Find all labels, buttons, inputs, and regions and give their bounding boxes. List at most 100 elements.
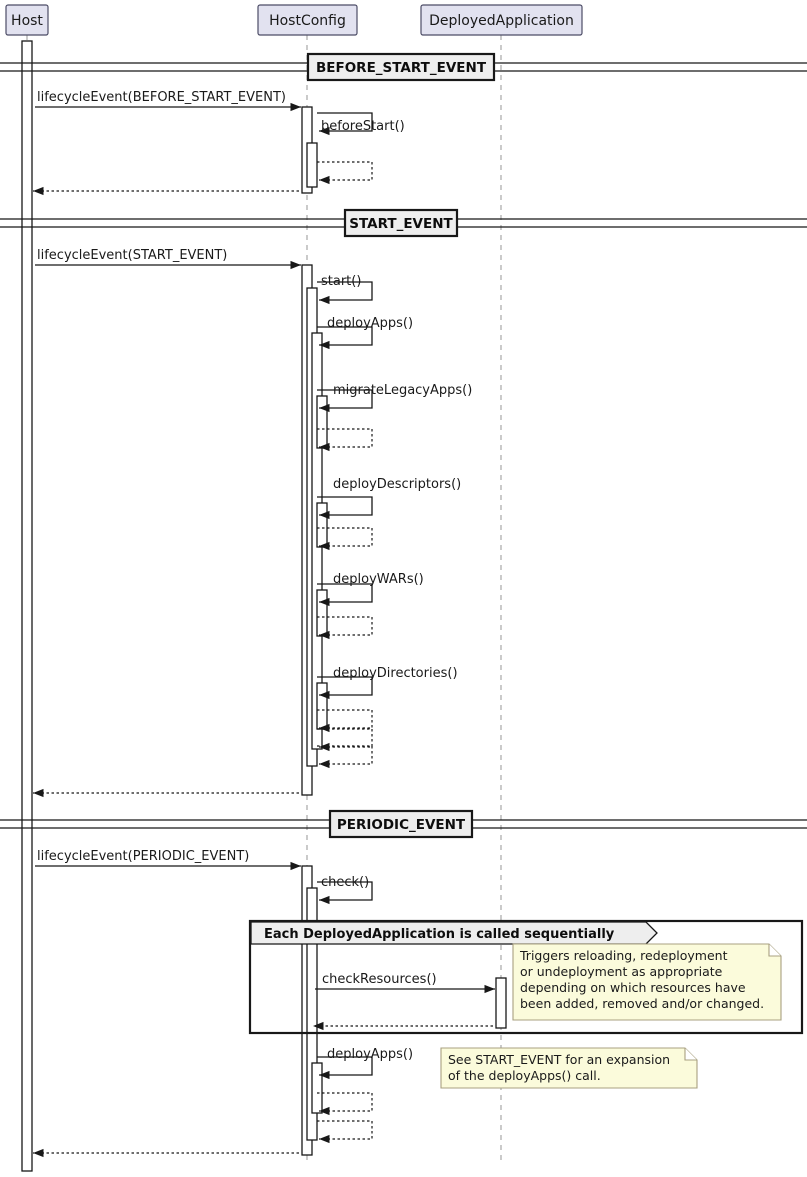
message-m1: lifecycleEvent(BEFORE_START_EVENT) bbox=[35, 90, 301, 112]
group-border bbox=[248, 919, 804, 1035]
message-m2: beforeStart() bbox=[317, 112, 405, 136]
message-m17 bbox=[317, 745, 373, 769]
participant-config[interactable]: HostConfig bbox=[257, 4, 358, 36]
message-m7: deployApps() bbox=[317, 316, 413, 350]
activations-layer bbox=[21, 40, 507, 1172]
participant-deployed[interactable]: DeployedApplication bbox=[420, 4, 583, 36]
message-arrow bbox=[317, 728, 373, 752]
divider-0: BEFORE_START_EVENT bbox=[0, 52, 807, 82]
note-body bbox=[440, 1047, 698, 1089]
message-m5: lifecycleEvent(START_EVENT) bbox=[35, 248, 301, 270]
message-label: deployDirectories() bbox=[333, 666, 458, 681]
note-line: been added, removed and/or changed. bbox=[520, 996, 764, 1011]
message-m20: check() bbox=[317, 875, 373, 905]
message-arrow bbox=[317, 676, 373, 700]
message-m14: deployDirectories() bbox=[317, 666, 458, 700]
message-label: lifecycleEvent(PERIODIC_EVENT) bbox=[37, 849, 249, 864]
message-m21: checkResources() bbox=[315, 972, 495, 994]
messages-layer: lifecycleEvent(BEFORE_START_EVENT)before… bbox=[33, 90, 495, 1158]
participant-box[interactable] bbox=[420, 4, 583, 36]
message-m8: migrateLegacyApps() bbox=[317, 383, 472, 413]
message-m11 bbox=[317, 527, 373, 551]
message-m3 bbox=[317, 161, 373, 185]
message-arrow bbox=[317, 881, 373, 905]
message-m19: lifecycleEvent(PERIODIC_EVENT) bbox=[35, 849, 301, 871]
message-m16 bbox=[317, 728, 373, 752]
note-line: or undeployment as appropriate bbox=[520, 964, 723, 979]
group-frame-g1: Each DeployedApplication is called seque… bbox=[248, 919, 804, 1035]
note-line: See START_EVENT for an expansion bbox=[448, 1052, 670, 1067]
message-arrow bbox=[317, 1092, 373, 1116]
message-label: beforeStart() bbox=[321, 119, 405, 134]
message-arrow bbox=[317, 1120, 373, 1144]
message-m12: deployWARs() bbox=[317, 572, 424, 607]
message-arrow bbox=[317, 527, 373, 551]
divider-box bbox=[343, 208, 459, 238]
note-fold-corner bbox=[768, 944, 781, 957]
message-arrow bbox=[317, 709, 373, 733]
message-arrow bbox=[317, 161, 373, 185]
message-m10: deployDescriptors() bbox=[317, 477, 461, 520]
participant-label: Host bbox=[11, 13, 43, 29]
message-m23: deployApps() bbox=[317, 1047, 413, 1080]
message-m9 bbox=[317, 428, 373, 452]
message-arrow bbox=[317, 326, 373, 350]
groups-layer: Each DeployedApplication is called seque… bbox=[248, 919, 804, 1035]
message-m15 bbox=[317, 709, 373, 733]
message-label: lifecycleEvent(START_EVENT) bbox=[37, 248, 227, 263]
group-tab bbox=[250, 921, 658, 945]
message-m13 bbox=[317, 616, 373, 640]
activation-bar bbox=[306, 887, 318, 1141]
activation-bar bbox=[495, 977, 507, 1029]
message-m6: start() bbox=[317, 274, 373, 305]
message-label: lifecycleEvent(BEFORE_START_EVENT) bbox=[37, 90, 286, 105]
activation-bar bbox=[316, 502, 328, 548]
activation-bar bbox=[311, 1062, 323, 1114]
activation-bar bbox=[316, 589, 328, 637]
activation-bar bbox=[316, 395, 328, 449]
group-label: Each DeployedApplication is called seque… bbox=[264, 927, 615, 942]
message-label: check() bbox=[321, 875, 369, 890]
note-body bbox=[512, 943, 782, 1021]
message-arrow bbox=[317, 496, 373, 520]
message-label: deployDescriptors() bbox=[333, 477, 461, 492]
message-arrow bbox=[317, 389, 373, 413]
message-label: migrateLegacyApps() bbox=[333, 383, 472, 398]
message-label: start() bbox=[321, 274, 361, 289]
note-line: depending on which resources have bbox=[520, 980, 746, 995]
message-m24 bbox=[317, 1092, 373, 1116]
message-arrow bbox=[317, 1056, 373, 1080]
message-arrow bbox=[317, 428, 373, 452]
activation-bar bbox=[21, 40, 33, 1172]
participant-box[interactable] bbox=[5, 4, 49, 36]
message-arrow bbox=[317, 112, 373, 136]
message-label: deployWARs() bbox=[333, 572, 424, 587]
note-line: of the deployApps() call. bbox=[448, 1068, 601, 1083]
divider-label: PERIODIC_EVENT bbox=[337, 817, 466, 833]
note-fold-corner bbox=[684, 1048, 697, 1061]
divider-2: PERIODIC_EVENT bbox=[0, 809, 807, 839]
participant-label: HostConfig bbox=[269, 13, 346, 29]
participant-box[interactable] bbox=[257, 4, 358, 36]
message-m25 bbox=[317, 1120, 373, 1144]
divider-label: BEFORE_START_EVENT bbox=[316, 60, 487, 76]
divider-1: START_EVENT bbox=[0, 208, 807, 238]
participant-host[interactable]: Host bbox=[5, 4, 49, 36]
activation-bar bbox=[306, 142, 318, 188]
message-arrow bbox=[317, 281, 373, 305]
participant-label: DeployedApplication bbox=[429, 13, 574, 29]
lifelines-layer bbox=[26, 35, 502, 1165]
activation-bar bbox=[316, 682, 328, 730]
dividers-layer: BEFORE_START_EVENT START_EVENT PERIODIC_EV… bbox=[0, 52, 807, 839]
message-arrow bbox=[317, 616, 373, 640]
divider-box bbox=[306, 52, 496, 82]
participants-layer: Host HostConfig DeployedApplication bbox=[5, 4, 583, 36]
divider-label: START_EVENT bbox=[349, 216, 453, 232]
message-arrow bbox=[317, 583, 373, 607]
message-label: deployApps() bbox=[327, 1047, 413, 1062]
